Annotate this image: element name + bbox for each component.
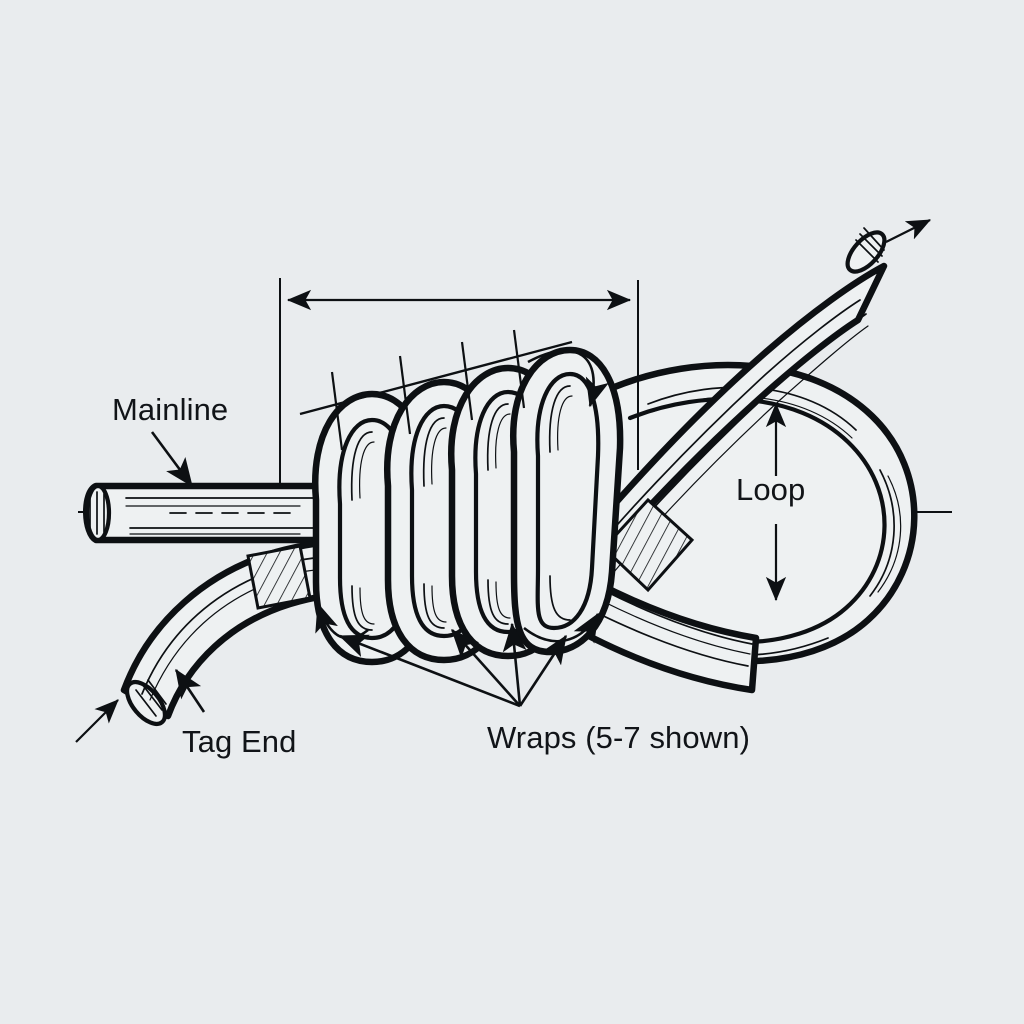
crossing-rope-upper (544, 227, 888, 628)
label-tag-end: Tag End (182, 724, 296, 759)
label-loop: Loop (736, 472, 805, 507)
leader-wrap-2 (451, 629, 521, 707)
wrap-coils (311, 346, 624, 666)
label-wraps: Wraps (5-7 shown) (487, 720, 750, 755)
leader-lines (150, 431, 568, 713)
wrap-span-dimension (279, 278, 639, 486)
pull-arrow-tag-end (75, 699, 119, 743)
leader-wrap-4 (518, 634, 568, 707)
leader-wrap-3 (502, 622, 527, 707)
leader-tag-end (174, 668, 206, 713)
leader-wrap-1 (338, 634, 521, 708)
tag-end-section-hatch (246, 544, 312, 610)
rotation-arrow-top (527, 349, 609, 408)
helix-construction-line (299, 329, 573, 451)
wrap-coil-4 (509, 346, 624, 656)
leader-mainline (150, 431, 194, 488)
pull-arrow-standing-end (885, 219, 931, 243)
crossing-rope-section-hatch (601, 497, 695, 593)
label-mainline: Mainline (112, 392, 228, 427)
